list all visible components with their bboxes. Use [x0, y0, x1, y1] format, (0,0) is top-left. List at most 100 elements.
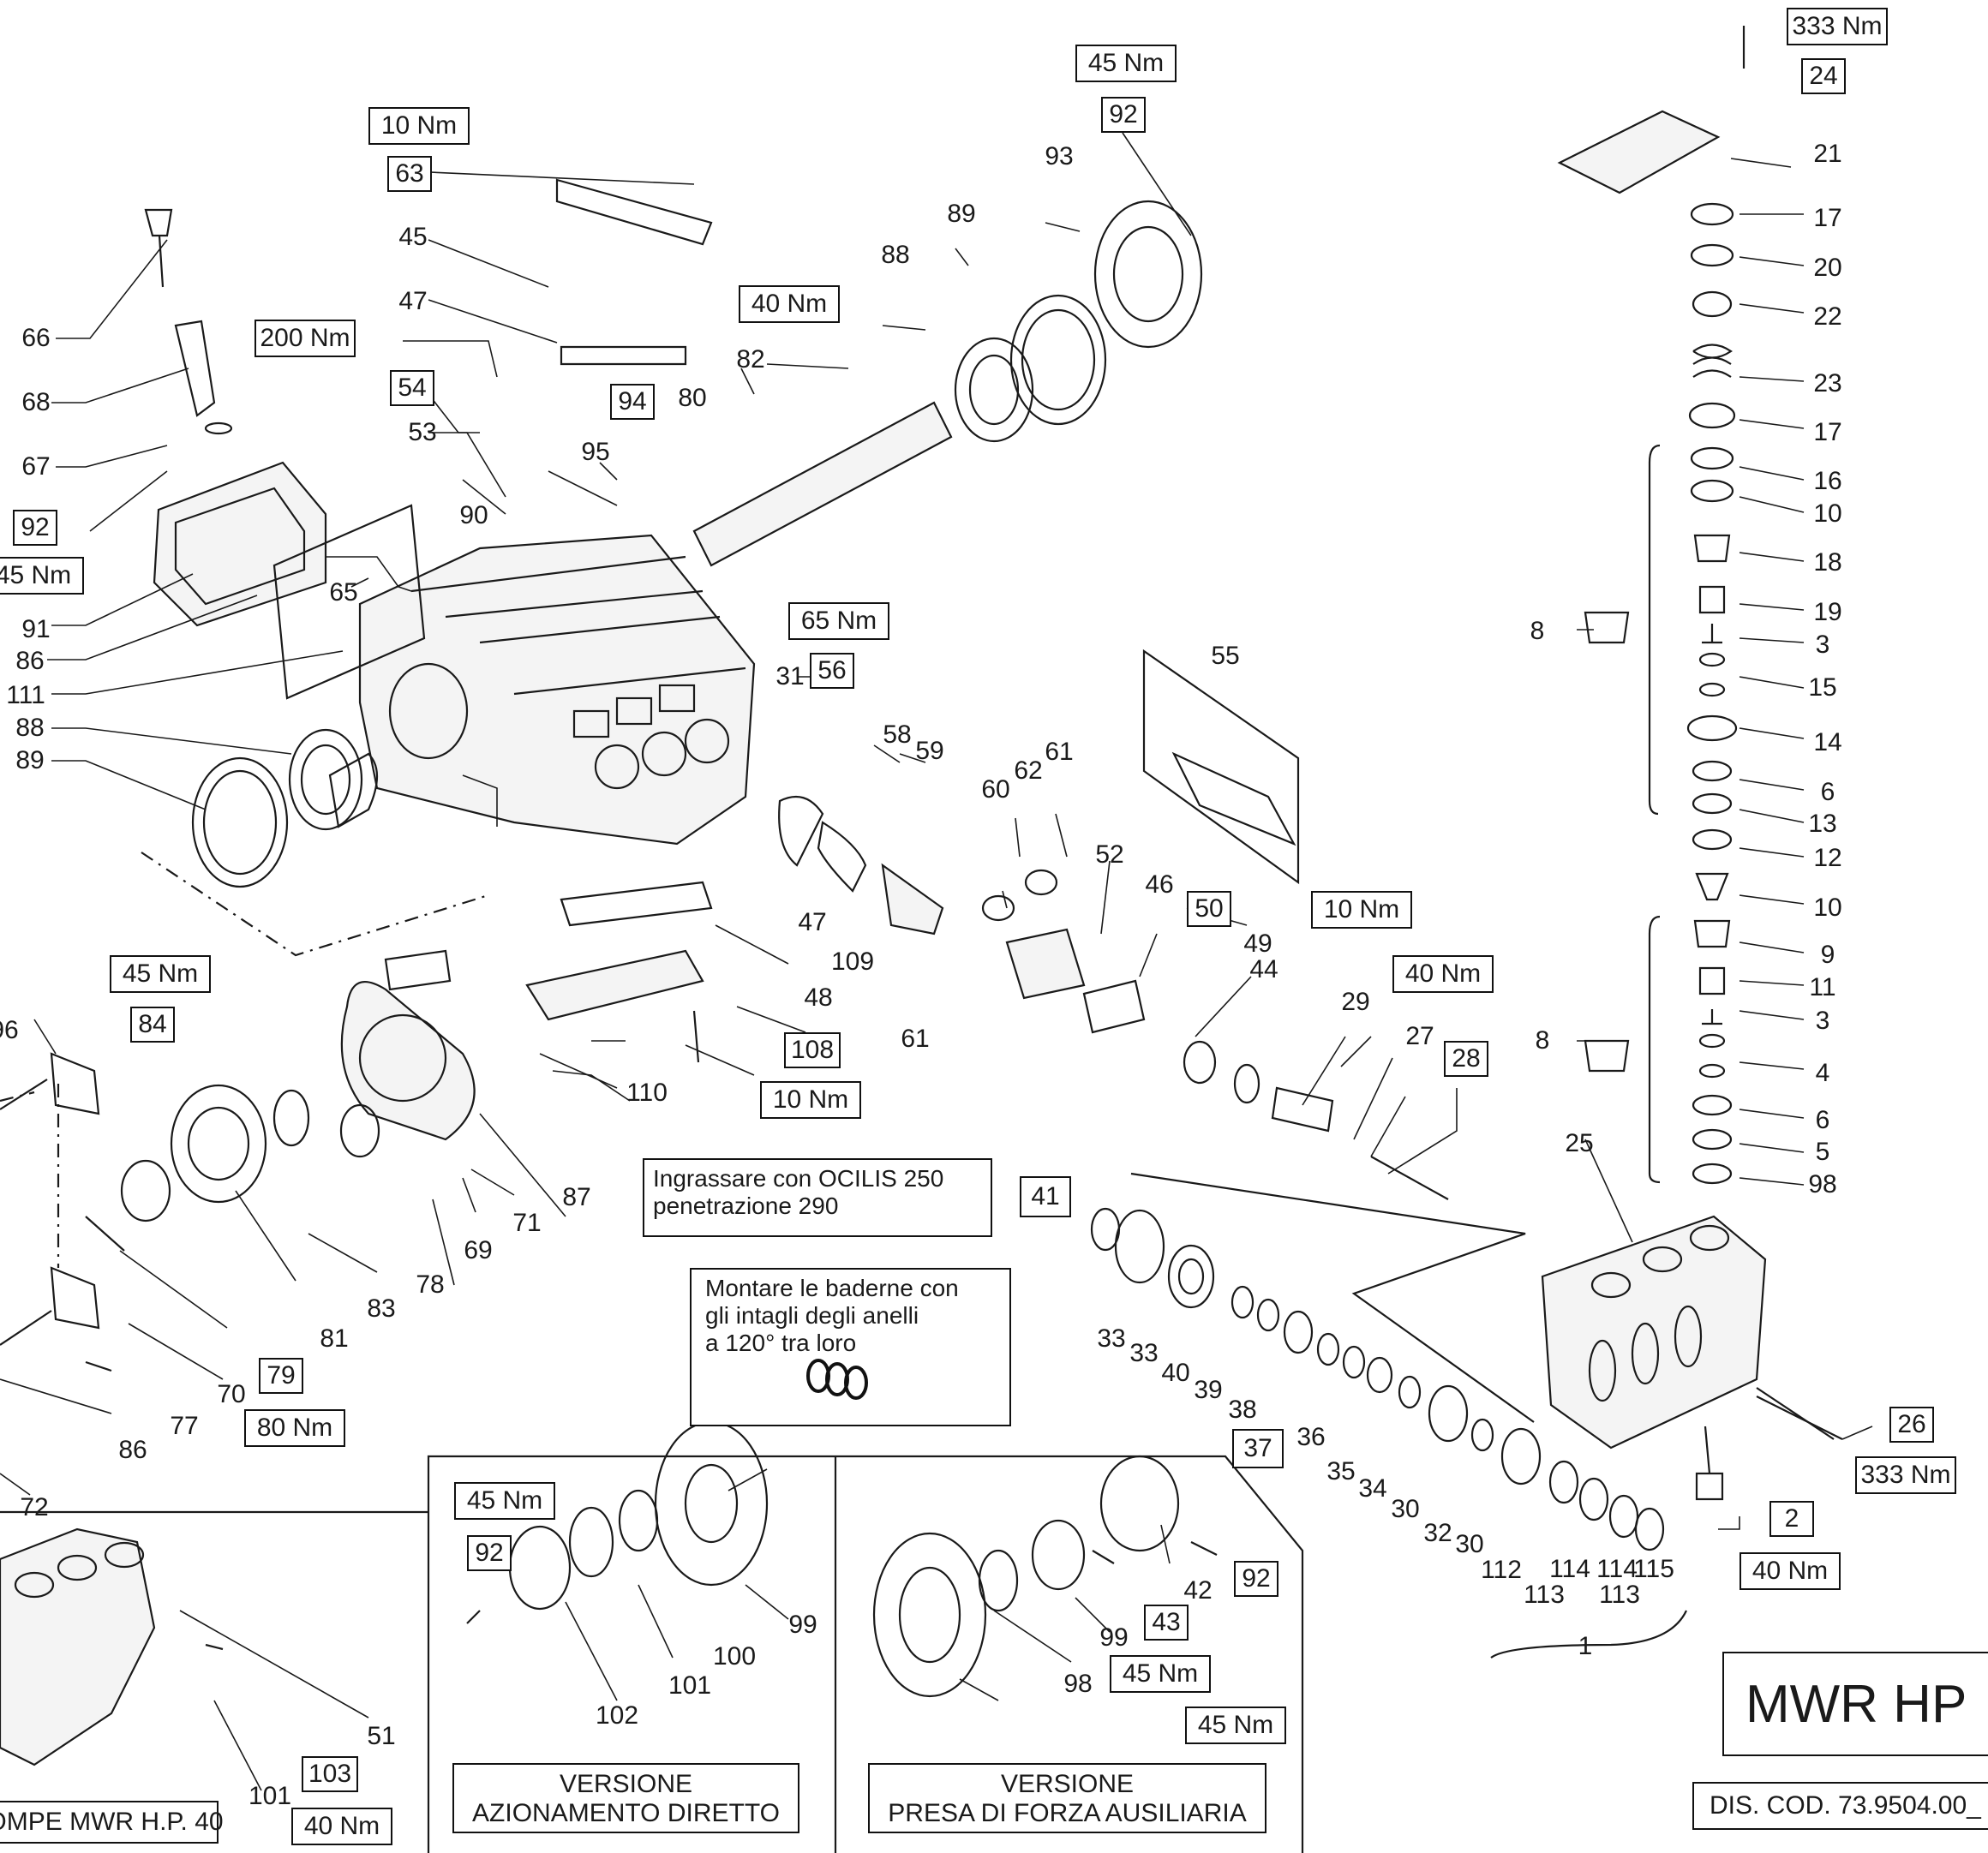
conrod-assembly	[778, 751, 1449, 1200]
part-number-label: 22	[1813, 302, 1842, 331]
part-number-label: 98	[1808, 1170, 1837, 1198]
part-number-label: 8	[1530, 617, 1545, 645]
part-number-label: 47	[398, 287, 428, 315]
part-number-label: 17	[1813, 204, 1842, 232]
crankshaft	[193, 180, 1203, 888]
ref-number-box: 2	[1769, 1501, 1814, 1537]
version-direct-box: VERSIONE AZIONAMENTO DIRETTO	[452, 1763, 799, 1833]
part-number-label: 17	[1813, 418, 1842, 446]
part-number-label: 101	[248, 1782, 292, 1810]
part-number-label: 53	[408, 418, 437, 446]
grease-note: Ingrassare con OCILIS 250 penetrazione 2…	[643, 1158, 992, 1237]
part-number-label: 3	[1815, 631, 1830, 659]
part-number-label: 44	[1249, 955, 1278, 983]
part-number-label: 30	[1455, 1530, 1484, 1558]
part-number-label: 3	[1815, 1007, 1830, 1035]
torque-value-box: 200 Nm	[254, 320, 356, 357]
part-number-label: 65	[329, 578, 358, 607]
part-number-label: 55	[1211, 642, 1240, 670]
torque-value-box: 40 Nm	[291, 1808, 392, 1845]
part-number-label: 45	[398, 223, 428, 251]
torque-value-box: 45 Nm	[1075, 45, 1177, 82]
ref-37: 37	[1243, 1434, 1272, 1462]
part-number-label: 62	[1014, 756, 1043, 785]
valve-stack	[1584, 202, 1835, 1440]
part-number-label: 13	[1808, 810, 1837, 838]
part-number-label: 89	[15, 746, 45, 774]
part-number-label: 8	[1535, 1026, 1550, 1055]
ref-number-box: 84	[130, 1007, 175, 1043]
part-number-label: 23	[1813, 369, 1842, 397]
part-number-label: 77	[170, 1412, 199, 1440]
part-number-label: 29	[1341, 988, 1370, 1016]
part-number-label: 81	[320, 1324, 349, 1353]
seal-stack	[804, 1207, 1665, 1551]
part-number-label: 30	[1391, 1495, 1420, 1523]
rear-cover	[144, 208, 426, 700]
version-direct-line: AZIONAMENTO DIRETTO	[472, 1799, 780, 1827]
part-number-label: 33	[1097, 1324, 1126, 1353]
crankcase	[340, 534, 756, 1141]
packing-note-line: a 120° tra loro	[705, 1330, 857, 1356]
part-number-label: 35	[1326, 1457, 1356, 1485]
drawing-title: MWR HP	[1722, 1652, 1988, 1756]
part-number-label: 6	[1820, 778, 1835, 806]
packing-rings-icon	[806, 1359, 868, 1400]
ref-37-box: 37	[1232, 1429, 1284, 1468]
part-number-label: 10	[1813, 894, 1842, 922]
part-number-label: 27	[1405, 1022, 1434, 1050]
part-number-label: 16	[1813, 467, 1842, 495]
part-number-label: 25	[1565, 1129, 1594, 1157]
part-number-label: 1	[1578, 1632, 1593, 1660]
ref-number-box: 24	[1801, 58, 1846, 94]
ref-number-box: 92	[1101, 97, 1146, 133]
part-number-label: 21	[1813, 140, 1842, 168]
part-number-label: 51	[367, 1722, 396, 1750]
torque-value-box: 45 Nm	[110, 955, 211, 993]
part-number-label: 40	[1161, 1359, 1190, 1387]
torque-value-box: 65 Nm	[788, 602, 889, 640]
part-number-label: 113	[1524, 1581, 1565, 1609]
part-number-label: 95	[581, 438, 610, 466]
part-number-label: 5	[1815, 1138, 1830, 1166]
leader-lines	[0, 132, 1873, 1791]
part-number-label: 70	[217, 1380, 246, 1408]
ref-number-box: 28	[1444, 1041, 1488, 1077]
part-number-label: 87	[562, 1183, 591, 1211]
part-number-label: 114	[1596, 1555, 1638, 1583]
pump-model-text: POMPE MWR H.P. 40	[0, 1808, 224, 1836]
torque-value-box: 10 Nm	[1311, 891, 1412, 929]
part-number-label: 34	[1358, 1474, 1387, 1503]
part-number-label: 101	[668, 1671, 712, 1700]
part-number-label: 6	[1815, 1106, 1830, 1134]
part-number-label: 99	[1099, 1623, 1129, 1652]
version-pto-box: VERSIONE PRESA DI FORZA AUSILIARIA	[868, 1763, 1266, 1833]
ref-number-box: 79	[259, 1358, 303, 1394]
grease-note-line: Ingrassare con OCILIS 250	[653, 1165, 944, 1192]
part-number-label: 89	[947, 200, 976, 228]
packing-note: Montare le baderne con gli intagli degli…	[690, 1268, 1011, 1426]
version-pto-line: PRESA DI FORZA AUSILIARIA	[888, 1799, 1247, 1827]
torque-value-box: 45 Nm	[0, 557, 84, 595]
part-number-label: 61	[901, 1025, 930, 1053]
part-number-label: 98	[1063, 1670, 1093, 1698]
ref-number-box: 50	[1187, 891, 1231, 927]
torque-value-box: 333 Nm	[1855, 1456, 1956, 1494]
part-number-label: 42	[1183, 1576, 1213, 1605]
ref-41-box: 41	[1020, 1176, 1071, 1217]
ref-number-box: 43	[1144, 1605, 1189, 1641]
part-number-label: 68	[21, 388, 51, 416]
part-number-label: 111	[6, 681, 45, 709]
part-number-label: 109	[830, 947, 875, 976]
ref-number-box: 94	[610, 384, 655, 420]
part-number-label: 49	[1243, 929, 1272, 958]
part-number-label: 15	[1808, 673, 1837, 702]
part-number-label: 112	[1481, 1556, 1522, 1584]
drive-side-parts	[0, 881, 713, 1372]
part-number-label: 86	[15, 647, 45, 675]
part-number-label: 88	[15, 714, 45, 742]
torque-value-box: 45 Nm	[1110, 1655, 1211, 1693]
part-number-label: 96	[0, 1016, 19, 1044]
